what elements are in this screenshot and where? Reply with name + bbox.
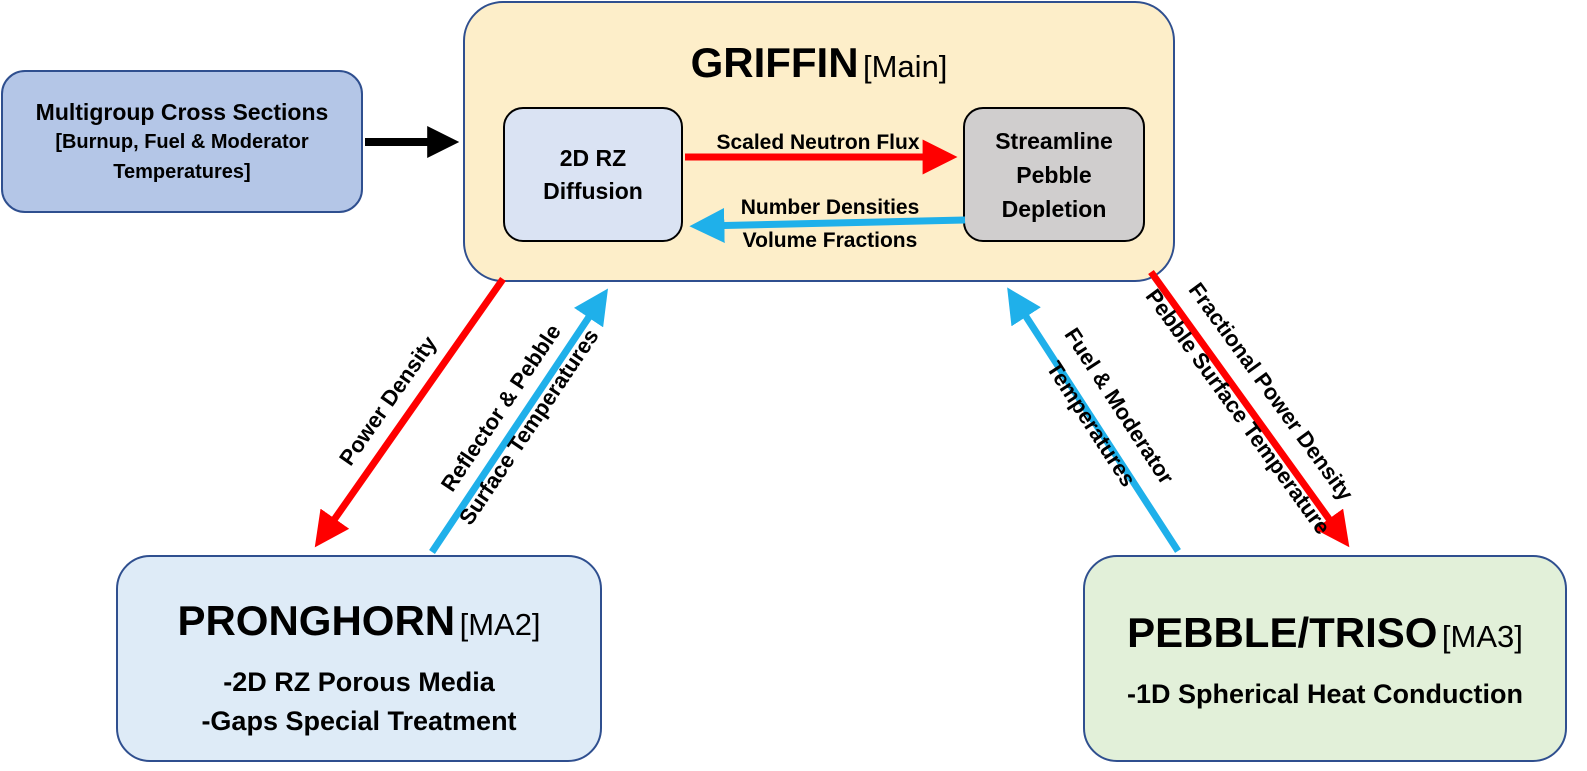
pronghorn-line2: -Gaps Special Treatment [201, 706, 517, 736]
densities-label-line2: Volume Fractions [743, 229, 918, 252]
pronghorn-title: PRONGHORN [MA2] [118, 597, 600, 645]
scaled-flux-label: Scaled Neutron Flux [716, 131, 919, 154]
fractional-label-line2: Pebble Surface Temperature [1141, 284, 1336, 539]
fuel-moderator-arrow [1007, 287, 1181, 553]
pronghorn-box: PRONGHORN [MA2] -2D RZ Porous Media -Gap… [116, 555, 602, 762]
pebble-tag: [MA3] [1441, 619, 1523, 654]
densities-label-line1: Number Densities [741, 196, 920, 219]
griffin-tag: [Main] [863, 49, 948, 84]
cross-sections-box: Multigroup Cross Sections [Burnup, Fuel … [1, 70, 363, 213]
depletion-line1: Streamline [995, 127, 1113, 154]
power-density-label: Power Density [334, 331, 442, 470]
cross-sections-line2: Temperatures] [113, 160, 251, 183]
pebble-title: PEBBLE/TRISO [MA3] [1085, 609, 1565, 657]
cross-sections-line1: [Burnup, Fuel & Moderator [55, 130, 309, 153]
depletion-line2: Pebble [1016, 161, 1092, 188]
fractional-power-arrow [1148, 269, 1350, 548]
pebble-name: PEBBLE/TRISO [1127, 609, 1438, 656]
depletion-line3: Depletion [1001, 195, 1107, 222]
pebble-line1: -1D Spherical Heat Conduction [1126, 679, 1524, 709]
diffusion-line2: Diffusion [543, 177, 643, 204]
pronghorn-name: PRONGHORN [177, 597, 456, 644]
depletion-box: Streamline Pebble Depletion [963, 107, 1145, 242]
densities-arrow [689, 207, 966, 243]
pebble-box: PEBBLE/TRISO [MA3] -1D Spherical Heat Co… [1083, 555, 1567, 762]
pronghorn-line1: -2D RZ Porous Media [223, 667, 495, 697]
griffin-title: GRIFFIN [Main] [465, 39, 1173, 87]
diffusion-line1: 2D RZ [559, 144, 627, 171]
power-density-arrow [314, 276, 506, 548]
pronghorn-tag: [MA2] [459, 607, 541, 642]
cross-sections-title: Multigroup Cross Sections [35, 98, 329, 125]
reflector-temperature-arrow [429, 288, 608, 554]
diffusion-box: 2D RZ Diffusion [503, 107, 683, 242]
griffin-name: GRIFFIN [690, 39, 859, 86]
